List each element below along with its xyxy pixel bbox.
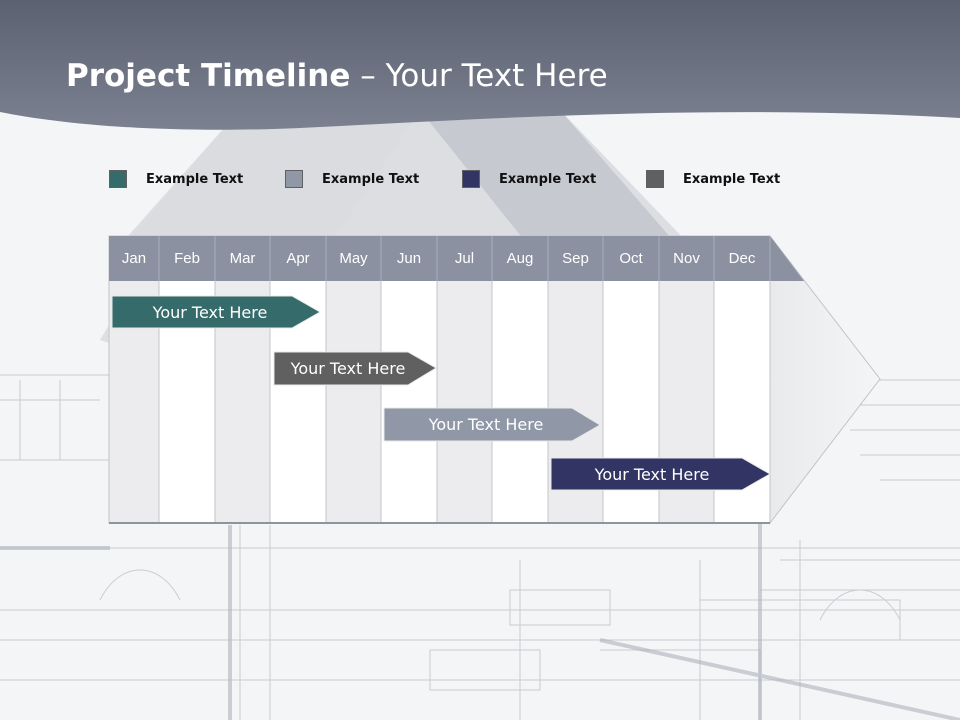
task-arrow-4 bbox=[550, 457, 772, 491]
month-sep: Sep bbox=[562, 250, 589, 267]
month-mar: Mar bbox=[229, 250, 256, 267]
task-arrow-3 bbox=[383, 407, 601, 442]
legend-swatch-navy bbox=[462, 170, 480, 188]
month-may: May bbox=[339, 250, 368, 267]
month-jun: Jun bbox=[396, 250, 422, 267]
legend-label-3: Example Text bbox=[499, 172, 597, 187]
legend-label-2: Example Text bbox=[322, 172, 420, 187]
month-feb: Feb bbox=[174, 250, 200, 267]
legend-swatch-gray bbox=[285, 170, 303, 188]
task-label-1: Your Text Here bbox=[152, 303, 268, 322]
legend-label-4: Example Text bbox=[683, 172, 781, 187]
task-label-3: Your Text Here bbox=[428, 415, 544, 434]
task-label-2: Your Text Here bbox=[290, 359, 406, 378]
arrow-head bbox=[769, 234, 881, 525]
month-apr: Apr bbox=[286, 250, 310, 267]
task-label-4: Your Text Here bbox=[594, 465, 710, 484]
month-header-band bbox=[109, 236, 804, 281]
month-nov: Nov bbox=[673, 250, 700, 267]
month-oct: Oct bbox=[619, 250, 643, 267]
slide-title: Project Timeline – Your Text Here bbox=[66, 58, 608, 94]
title-bold: Project Timeline bbox=[66, 58, 351, 94]
month-aug: Aug bbox=[506, 250, 534, 267]
title-rest: – Your Text Here bbox=[350, 58, 608, 94]
month-jan: Jan bbox=[121, 250, 147, 267]
legend-label-1: Example Text bbox=[146, 172, 244, 187]
task-arrow-2 bbox=[273, 351, 437, 386]
legend-swatch-dark-gray bbox=[646, 170, 664, 188]
legend-swatch-teal bbox=[109, 170, 127, 188]
month-jul: Jul bbox=[454, 250, 475, 267]
task-arrow-1 bbox=[111, 295, 322, 329]
month-dec: Dec bbox=[728, 250, 756, 267]
